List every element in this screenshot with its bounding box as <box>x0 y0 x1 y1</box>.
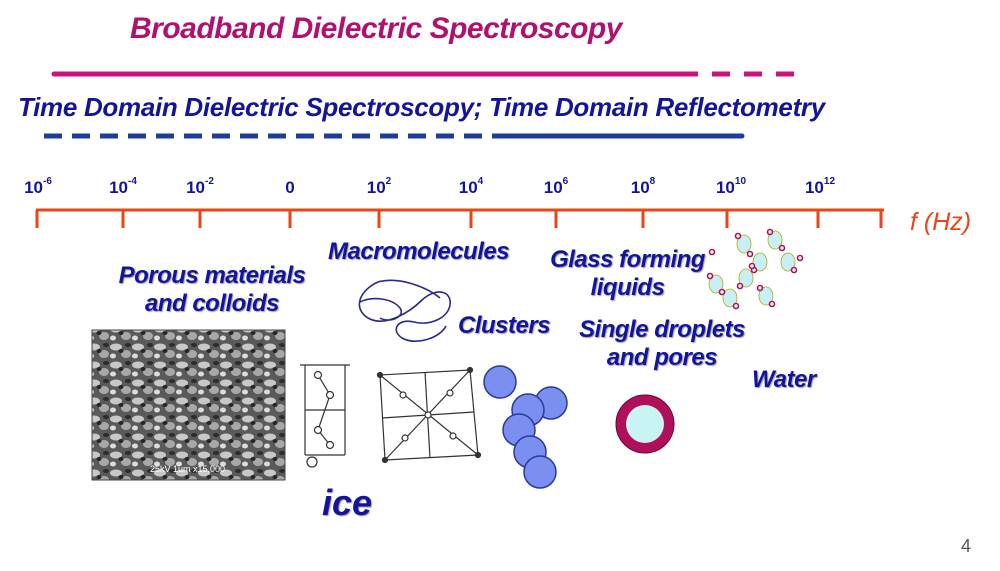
axis-unit-label: f (Hz) <box>910 208 972 236</box>
tick-exponent: -2 <box>205 176 214 187</box>
macromolecules-label: Macromolecules <box>328 238 510 265</box>
tick-exponent: 2 <box>385 176 392 187</box>
tick-label: 0 <box>285 178 294 198</box>
ice-structure-right <box>376 366 482 464</box>
glass-line1: Glass forming <box>550 246 705 273</box>
tick-exponent: -4 <box>128 176 137 187</box>
porous-line1: Porous materials <box>118 262 306 289</box>
ice-structure-left <box>290 360 360 468</box>
page-number: 4 <box>961 536 972 556</box>
glass-forming-label: Glass forming liquids <box>540 246 715 302</box>
cluster-spheres <box>483 365 568 489</box>
tick-base: 10 <box>186 178 205 197</box>
tick-label: 1010 <box>715 176 747 198</box>
porous-line2: and colloids <box>144 290 280 317</box>
single-line2: and pores <box>606 344 718 371</box>
sem-scale-text: 25kV 1um x15,000 <box>150 464 225 474</box>
single-droplets-label: Single droplets and pores <box>568 316 756 372</box>
tick-exponent: -6 <box>43 176 52 187</box>
porous-materials-label: Porous materials and colloids <box>104 262 320 318</box>
ice-label: ice <box>322 482 373 523</box>
tick-base: 0 <box>285 178 295 197</box>
tick-label: 106 <box>543 176 569 198</box>
tick-base: 10 <box>24 178 43 197</box>
tick-exponent: 12 <box>823 176 836 187</box>
tick-label: 10-6 <box>24 176 52 198</box>
tick-base: 10 <box>543 178 563 197</box>
tick-label: 10-4 <box>109 176 137 198</box>
tick-base: 10 <box>109 178 128 197</box>
glass-line2: liquids <box>590 274 665 301</box>
tick-exponent: 10 <box>734 176 747 187</box>
tick-base: 10 <box>458 178 478 197</box>
tick-label: 104 <box>458 176 484 198</box>
tick-exponent: 8 <box>649 176 656 187</box>
water-molecules <box>706 228 804 310</box>
porous-sem-image: 25kV 1um x15,000 <box>91 329 286 481</box>
tick-base: 10 <box>804 178 824 197</box>
water-label: Water <box>752 366 816 393</box>
tick-label: 108 <box>630 176 656 198</box>
time-domain-title: Time Domain Dielectric Spectroscopy; Tim… <box>18 92 825 122</box>
tick-label: 1012 <box>804 176 836 198</box>
clusters-label: Clusters <box>458 312 551 339</box>
tick-label: 102 <box>366 176 392 198</box>
macromolecule-coil <box>358 279 451 342</box>
tick-base: 10 <box>715 178 735 197</box>
single-droplet <box>615 394 675 454</box>
tick-base: 10 <box>630 178 650 197</box>
tick-exponent: 4 <box>477 176 484 187</box>
broadband-title: Broadband Dielectric Spectroscopy <box>130 12 622 45</box>
single-line1: Single droplets <box>579 316 745 343</box>
tick-base: 10 <box>366 178 386 197</box>
tick-label: 10-2 <box>186 176 214 198</box>
tick-exponent: 6 <box>562 176 569 187</box>
